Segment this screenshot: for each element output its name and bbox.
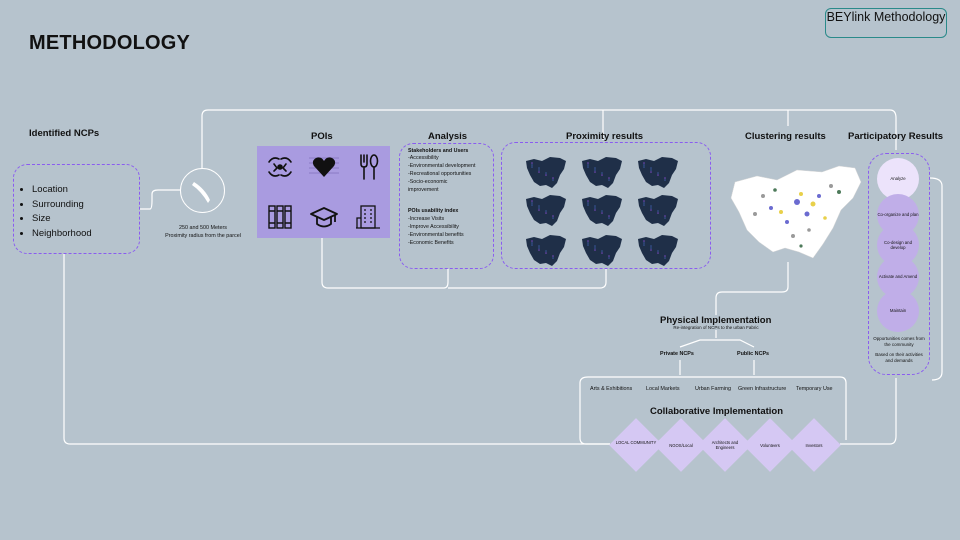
radius-line-1: 250 and 500 Meters <box>179 225 227 231</box>
parcel-shape-icon <box>192 182 210 203</box>
actor-local-community: LOCAL COMMUNITY <box>615 440 657 445</box>
collaborative-heading: Collaborative Implementation <box>650 406 784 417</box>
participatory-heading: Participatory Results <box>848 131 944 142</box>
private-ncps-label: Private NCPs <box>660 351 694 357</box>
usability-item: -Economic Benefits <box>408 240 454 246</box>
proximity-map <box>582 157 622 188</box>
pois-panel <box>257 146 390 238</box>
actor-volunteers: Volunteers <box>760 443 780 448</box>
building-icon <box>356 205 380 229</box>
physical-subheading: Re-integration of NCPs to the urban Fabr… <box>673 325 759 330</box>
participatory-note-2: Based on their activities and demands <box>875 352 923 363</box>
category-markets: Local Markets <box>646 386 680 392</box>
radius-caption: 250 and 500 Meters Proximity radius from… <box>150 225 256 240</box>
step-maintain: Maintain <box>877 290 919 332</box>
ncp-attribute-list: Location Surrounding Size Neighborhood <box>14 165 139 241</box>
proximity-map <box>638 157 678 188</box>
analysis-heading: Analysis <box>428 131 468 142</box>
community-hands-icon <box>268 157 292 177</box>
stakeholders-item: -Accessibility <box>408 155 439 161</box>
page-title: METHODOLOGY <box>29 32 191 54</box>
usability-title: POIs usability index <box>408 208 459 214</box>
list-item: Surrounding <box>32 198 139 213</box>
category-arts: Arts & Exhibitions <box>590 386 633 392</box>
methodology-badge[interactable]: BEYlink Methodology <box>825 8 947 38</box>
radius-circle <box>180 168 225 213</box>
participatory-note-1: Opportunities comes from the community <box>873 336 925 347</box>
stakeholders-item: -Recreational opportunities <box>408 171 472 177</box>
usability-item: -Environmental benefits <box>408 232 464 238</box>
proximity-map <box>638 235 678 266</box>
proximity-map <box>582 235 622 266</box>
restaurant-icon <box>360 154 379 180</box>
pois-heading: POIs <box>311 131 333 142</box>
analysis-box: Stakeholders and Users -Accessibility -E… <box>399 143 494 269</box>
identified-ncps-heading: Identified NCPs <box>29 128 100 139</box>
list-item: Location <box>32 183 139 198</box>
radius-line-2: Proximity radius from the parcel <box>165 232 241 239</box>
public-ncps-label: Public NCPs <box>737 351 770 357</box>
clustering-map <box>730 165 862 259</box>
proximity-map <box>526 235 566 266</box>
identified-ncps-box: Location Surrounding Size Neighborhood <box>13 164 140 254</box>
clustering-heading: Clustering results <box>745 131 826 142</box>
proximity-map <box>526 195 566 226</box>
stakeholders-item: -Environmental development <box>408 163 476 169</box>
participatory-box: Analyze Co-organize and plan Co-design a… <box>868 153 930 375</box>
usability-item: -Improve Accessibility <box>408 224 459 230</box>
proximity-map <box>582 195 622 226</box>
actor-ngos: NGOS/Local <box>669 443 693 448</box>
actor-investors: Investors <box>805 443 823 448</box>
category-temporary-use: Temporary Use <box>796 386 833 392</box>
library-icon <box>268 205 292 229</box>
heart-icon <box>309 157 339 177</box>
proximity-heading: Proximity results <box>566 131 644 142</box>
education-icon <box>310 207 338 228</box>
physical-heading: Physical Implementation <box>660 315 772 326</box>
step-analyze: Analyze <box>877 158 919 200</box>
proximity-map <box>526 157 566 188</box>
stakeholders-item: improvement <box>408 187 439 193</box>
list-item: Neighborhood <box>32 227 139 242</box>
stakeholders-title: Stakeholders and Users <box>408 148 469 154</box>
usability-item: -Increase Visits <box>408 216 445 222</box>
proximity-box <box>501 142 711 269</box>
actor-architects: Architects and Engineers <box>711 440 739 450</box>
stakeholders-item: -Socio-economic <box>408 179 448 185</box>
list-item: Size <box>32 212 139 227</box>
category-green-infrastructure: Green Infrastructure <box>738 386 787 392</box>
proximity-map <box>638 195 678 226</box>
category-farming: Urban Farming <box>695 386 731 392</box>
